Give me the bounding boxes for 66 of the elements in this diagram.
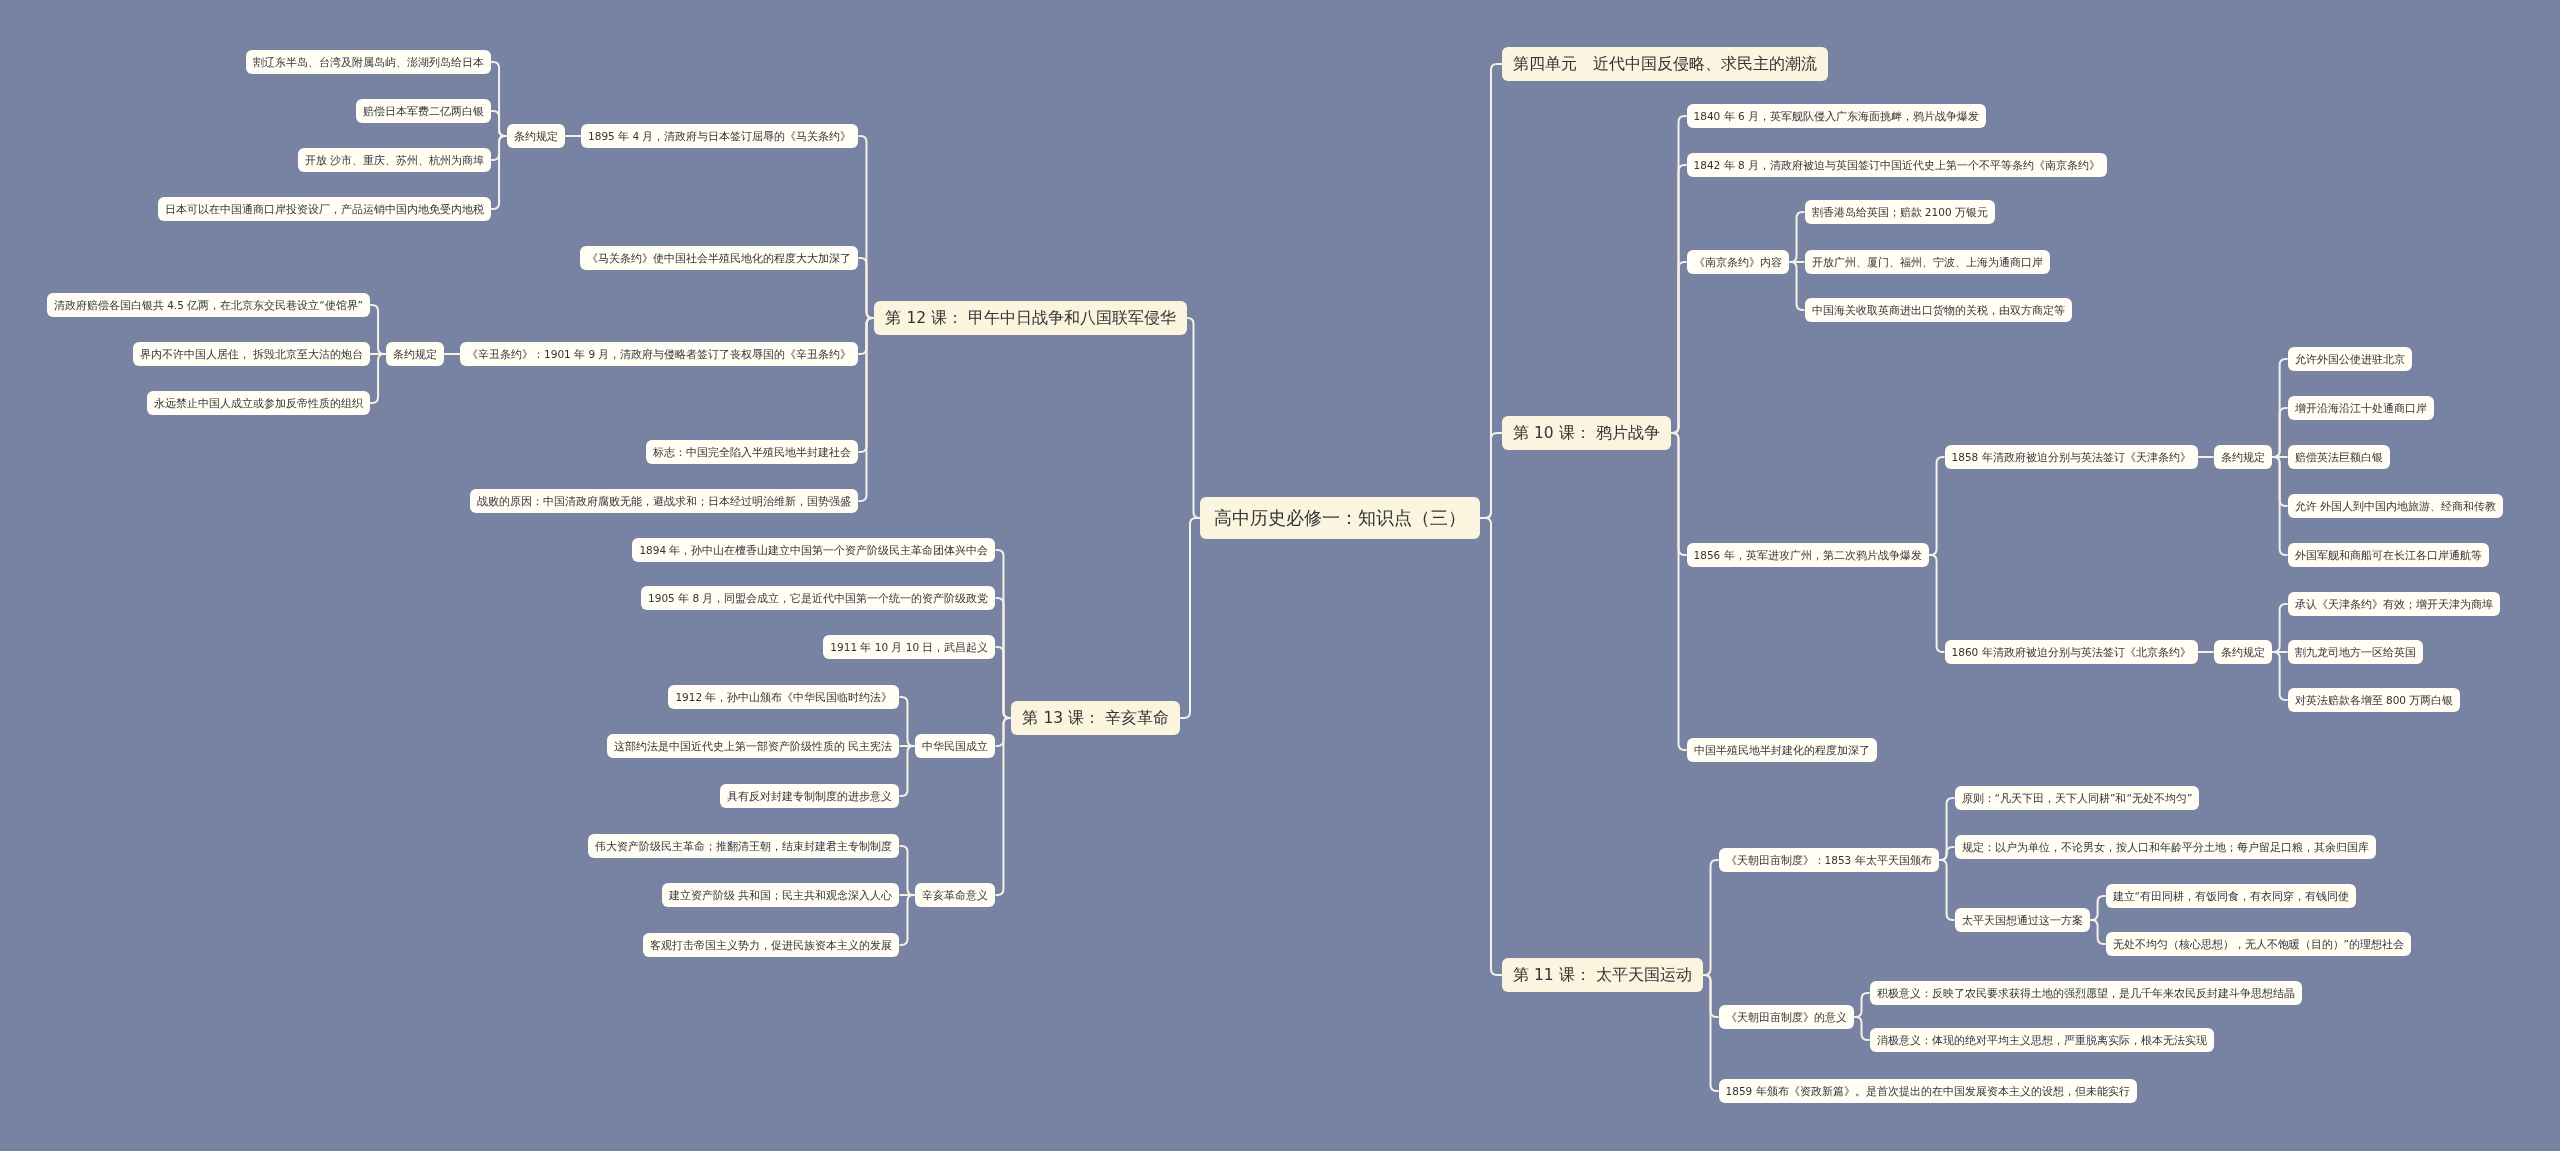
subtopic-box: 条约规定 bbox=[507, 124, 566, 148]
subtopic-box: 1905 年 8 月，同盟会成立，它是近代中国第一个统一的资产阶级政党 bbox=[641, 586, 996, 610]
subtopic-box: 赔偿日本军费二亿两白银 bbox=[356, 99, 492, 123]
subtopic-box: 1856 年，英军进攻广州，第二次鸦片战争爆发 bbox=[1686, 543, 1929, 567]
subtopic-box: 1859 年颁布《资政新篇》。是首次提出的在中国发展资本主义的设想，但未能实行 bbox=[1718, 1079, 2137, 1103]
subtopic-box: 建立“有田同耕，有饭同食，有衣同穿，有钱同使 bbox=[2105, 884, 2357, 908]
subtopic-box: 条约规定 bbox=[2213, 445, 2272, 469]
subtopic-box: 《辛丑条约》：1901 年 9 月，清政府与侵略者签订了丧权辱国的《辛丑条约》 bbox=[460, 342, 859, 366]
subtopic-box: 原则：“凡天下田，天下人同耕”和“无处不均匀” bbox=[1954, 786, 2200, 810]
subtopic-box: 《天朝田亩制度》：1853 年太平天国颁布 bbox=[1718, 848, 1939, 872]
subtopic-box: 1858 年清政府被迫分别与英法签订《天津条约》 bbox=[1944, 445, 2198, 469]
subtopic-box: 1912 年，孙中山颁布《中华民国临时约法》 bbox=[668, 685, 900, 709]
connector-line bbox=[564, 135, 583, 137]
subtopic-box: 客观打击帝国主义势力，促进民族资本主义的发展 bbox=[643, 933, 900, 957]
subtopic-box: 清政府赔偿各国白银共 4.5 亿两，在北京东交民巷设立“使馆界” bbox=[46, 293, 371, 317]
topic-box: 第 10 课： 鸦片战争 bbox=[1502, 416, 1671, 450]
connector-line bbox=[443, 353, 462, 355]
topic-box: 第 12 课： 甲午中日战争和八国联军侵华 bbox=[874, 301, 1187, 335]
connector-line bbox=[2196, 456, 2215, 458]
subtopic-box: 外国军舰和商船可在长江各口岸通航等 bbox=[2287, 543, 2489, 567]
subtopic-box: 赔偿英法巨额白银 bbox=[2287, 445, 2390, 469]
subtopic-box: 中华民国成立 bbox=[915, 734, 996, 758]
central-topic-box: 高中历史必修一：知识点（三） bbox=[1200, 497, 1480, 539]
subtopic-box: 标志：中国完全陷入半殖民地半封建社会 bbox=[646, 440, 859, 464]
subtopic-box: 中国海关收取英商进出口货物的关税，由双方商定等 bbox=[1804, 298, 2072, 322]
subtopic-box: 1895 年 4 月，清政府与日本签订屈辱的《马关条约》 bbox=[581, 124, 859, 148]
subtopic-box: 无处不均匀（核心思想），无人不饱暖（目的）”的理想社会 bbox=[2105, 932, 2412, 956]
subtopic-box: 条约规定 bbox=[386, 342, 445, 366]
subtopic-box: 增开沿海沿江十处通商口岸 bbox=[2287, 396, 2434, 420]
subtopic-box: 《天朝田亩制度》的意义 bbox=[1718, 1005, 1854, 1029]
subtopic-box: 太平天国想通过这一方案 bbox=[1954, 908, 2090, 932]
topic-box: 第四单元 近代中国反侵略、求民主的潮流 bbox=[1502, 47, 1828, 81]
subtopic-box: 《南京条约》内容 bbox=[1686, 250, 1789, 274]
subtopic-box: 对英法赔款各增至 800 万两白银 bbox=[2287, 688, 2461, 712]
subtopic-box: 规定：以户为单位，不论男女，按人口和年龄平分土地；每户留足口粮，其余归国库 bbox=[1954, 835, 2376, 859]
topic-box: 第 11 课： 太平天国运动 bbox=[1502, 958, 1703, 992]
subtopic-box: 消极意义：体现的绝对平均主义思想，严重脱离实际，根本无法实现 bbox=[1869, 1028, 2214, 1052]
subtopic-box: 永远禁止中国人成立或参加反帝性质的组织 bbox=[147, 391, 371, 415]
subtopic-box: 伟大资产阶级民主革命；推翻清王朝，结束封建君主专制制度 bbox=[588, 834, 900, 858]
subtopic-box: 条约规定 bbox=[2213, 640, 2272, 664]
subtopic-box: 1842 年 8 月，清政府被迫与英国签订中国近代史上第一个不平等条约《南京条约》 bbox=[1686, 153, 2107, 177]
connector-line bbox=[1179, 517, 1201, 719]
subtopic-box: 积极意义：反映了农民要求获得土地的强烈愿望，是几千年来农民反封建斗争思想结晶 bbox=[1869, 981, 2302, 1005]
subtopic-box: 割九龙司地方一区给英国 bbox=[2287, 640, 2423, 664]
subtopic-box: 承认《天津条约》有效；增开天津为商埠 bbox=[2287, 592, 2500, 616]
subtopic-box: 具有反对封建专制制度的进步意义 bbox=[720, 784, 900, 808]
subtopic-box: 割辽东半岛、台湾及附属岛屿、澎湖列岛给日本 bbox=[246, 50, 492, 74]
connector-line bbox=[2196, 651, 2215, 653]
topic-box: 第 13 课： 辛亥革命 bbox=[1011, 701, 1180, 735]
subtopic-box: 允许 外国人到中国内地旅游、经商和传教 bbox=[2287, 494, 2503, 518]
subtopic-box: 1840 年 6 月，英军舰队侵入广东海面挑衅，鸦片战争爆发 bbox=[1686, 104, 1986, 128]
subtopic-box: 这部约法是中国近代史上第一部资产阶级性质的 民主宪法 bbox=[607, 734, 900, 758]
subtopic-box: 开放 沙市、重庆、苏州、杭州为商埠 bbox=[297, 148, 492, 172]
subtopic-box: 战败的原因：中国清政府腐败无能，避战求和；日本经过明治维新，国势强盛 bbox=[470, 489, 859, 513]
subtopic-box: 界内不许中国人居住， 拆毁北京至大沽的炮台 bbox=[132, 342, 371, 366]
subtopic-box: 割香港岛给英国；赔款 2100 万银元 bbox=[1804, 200, 1995, 224]
subtopic-box: 中国半殖民地半封建化的程度加深了 bbox=[1686, 738, 1877, 762]
subtopic-box: 1894 年，孙中山在檀香山建立中国第一个资产阶级民主革命团体兴中会 bbox=[632, 538, 996, 562]
subtopic-box: 开放广州、厦门、福州、宁波、上海为通商口岸 bbox=[1804, 250, 2050, 274]
subtopic-box: 建立资产阶级 共和国；民主共和观念深入人心 bbox=[662, 883, 900, 907]
subtopic-box: 1911 年 10 月 10 日，武昌起义 bbox=[823, 635, 996, 659]
subtopic-box: 日本可以在中国通商口岸投资设厂，产品运销中国内地免受内地税 bbox=[158, 197, 492, 221]
subtopic-box: 《马关条约》使中国社会半殖民地化的程度大大加深了 bbox=[580, 246, 859, 270]
subtopic-box: 允许外国公使进驻北京 bbox=[2287, 347, 2412, 371]
subtopic-box: 辛亥革命意义 bbox=[915, 883, 996, 907]
subtopic-box: 1860 年清政府被迫分别与英法签订《北京条约》 bbox=[1944, 640, 2198, 664]
